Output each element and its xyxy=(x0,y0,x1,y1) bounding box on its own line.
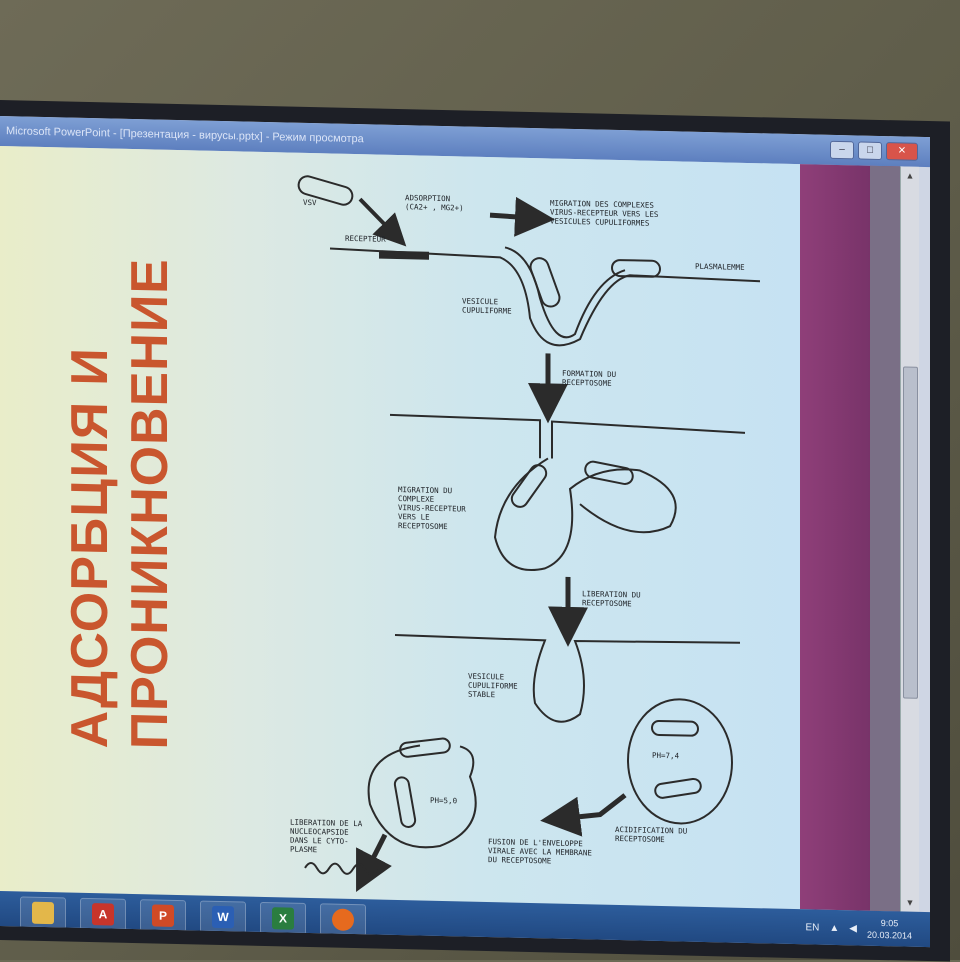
excel-icon: X xyxy=(272,907,294,930)
projector-screen: Microsoft PowerPoint - [Презентация - ви… xyxy=(0,100,950,962)
plasma-membrane-3 xyxy=(394,633,741,723)
virion-fusing-b xyxy=(393,776,417,828)
arrow-adsorption xyxy=(358,197,407,247)
taskbar-powerpoint[interactable]: P xyxy=(140,899,186,933)
taskbar-word[interactable]: W xyxy=(200,900,246,934)
arrow-fusion xyxy=(540,793,627,837)
arrow-migration xyxy=(489,196,555,237)
virion-fusing-a xyxy=(399,737,451,758)
slide-margin xyxy=(870,165,900,912)
label-acidification: ACIDIFICATION DU RECEPTOSOME xyxy=(615,824,688,845)
network-icon[interactable]: ▲ xyxy=(829,922,840,934)
virion-in-pit xyxy=(529,257,561,308)
label-adsorption: ADSORPTION (Ca2+ , Mg2+) xyxy=(405,193,464,213)
window-title: Microsoft PowerPoint - [Презентация - ви… xyxy=(6,125,364,146)
minimize-button[interactable]: – xyxy=(830,140,854,160)
label-ph-74: pH=7,4 xyxy=(652,750,680,761)
scroll-up-icon[interactable]: ▲ xyxy=(905,170,915,181)
volume-icon[interactable]: ◀ xyxy=(849,922,857,934)
receptosome-loop xyxy=(493,457,677,571)
receptosome-ph50 xyxy=(367,744,477,849)
label-liberation-receptosome: LIBERATION DU RECEPTOSOME xyxy=(582,589,641,609)
plasma-membrane-2 xyxy=(389,413,746,459)
desktop-screen: Microsoft PowerPoint - [Презентация - ви… xyxy=(0,116,930,948)
taskbar-firefox[interactable] xyxy=(320,903,366,937)
vsv-virion xyxy=(297,175,354,206)
taskbar-excel[interactable]: X xyxy=(260,901,306,935)
folder-icon xyxy=(32,901,54,925)
receptosome-ph74 xyxy=(627,698,733,825)
label-migration-complexes: MIGRATION DES COMPLEXES VIRUS-RECEPTEUR … xyxy=(550,198,659,228)
virion-receptosome xyxy=(584,460,634,485)
taskbar-acrobat[interactable]: A xyxy=(80,897,126,931)
clock-date: 20.03.2014 xyxy=(866,929,912,941)
label-ph-50: pH=5,0 xyxy=(430,795,458,806)
pdf-icon: A xyxy=(92,903,114,926)
taskbar-explorer[interactable] xyxy=(20,896,66,930)
virion-bound xyxy=(611,259,661,278)
arrow-release xyxy=(356,833,392,892)
close-button[interactable]: ✕ xyxy=(886,142,918,161)
maximize-button[interactable]: □ xyxy=(858,141,882,161)
vesicle-cupuliform-1 xyxy=(504,246,626,339)
label-liberation-nucleocapside: LIBERATION DE LA NUCLEOCAPSIDE DANS LE C… xyxy=(290,817,363,855)
virion-ph74-b xyxy=(654,777,702,799)
clock[interactable]: 9:05 20.03.2014 xyxy=(867,917,912,942)
vertical-scrollbar[interactable]: ▲ ▼ xyxy=(900,166,919,912)
label-plasmalemme: PLASMALEMME xyxy=(695,261,745,272)
label-formation-receptosome: FORMATION DU RECEPTOSOME xyxy=(562,368,617,388)
scroll-down-icon[interactable]: ▼ xyxy=(905,897,915,908)
presentation-slide[interactable]: АДСОРБЦИЯ И ПРОНИКНОВЕНИЕ xyxy=(0,146,800,910)
label-vsv: VSV xyxy=(303,197,317,208)
window-controls: – □ ✕ xyxy=(830,140,918,161)
system-tray: EN ▲ ◀ 9:05 20.03.2014 xyxy=(805,915,912,941)
powerpoint-icon: P xyxy=(152,904,174,927)
language-indicator[interactable]: EN xyxy=(805,921,820,934)
label-migration-complexe: MIGRATION DU COMPLEXE VIRUS-RECEPTEUR VE… xyxy=(398,485,466,532)
firefox-icon xyxy=(332,908,354,932)
label-vesicule-stable: VESICULE CUPULIFORME STABLE xyxy=(468,671,518,700)
label-fusion-enveloppe: FUSION DE L'ENVELOPPE VIRALE AVEC LA MEM… xyxy=(488,837,592,866)
scroll-thumb[interactable] xyxy=(903,366,918,699)
virion-ph74-a xyxy=(651,719,699,737)
plasma-membrane-1 xyxy=(329,247,761,347)
virus-entry-diagram xyxy=(297,175,761,892)
label-recepteur: RECEPTEUR xyxy=(345,233,386,244)
virion-migrating xyxy=(510,464,548,508)
receptor xyxy=(379,250,429,260)
nucleocapsid-coil xyxy=(304,862,378,876)
word-icon: W xyxy=(212,905,234,929)
label-vesicule-cupuliforme: VESICULE CUPULIFORME xyxy=(462,296,512,316)
clock-time: 9:05 xyxy=(880,917,899,929)
